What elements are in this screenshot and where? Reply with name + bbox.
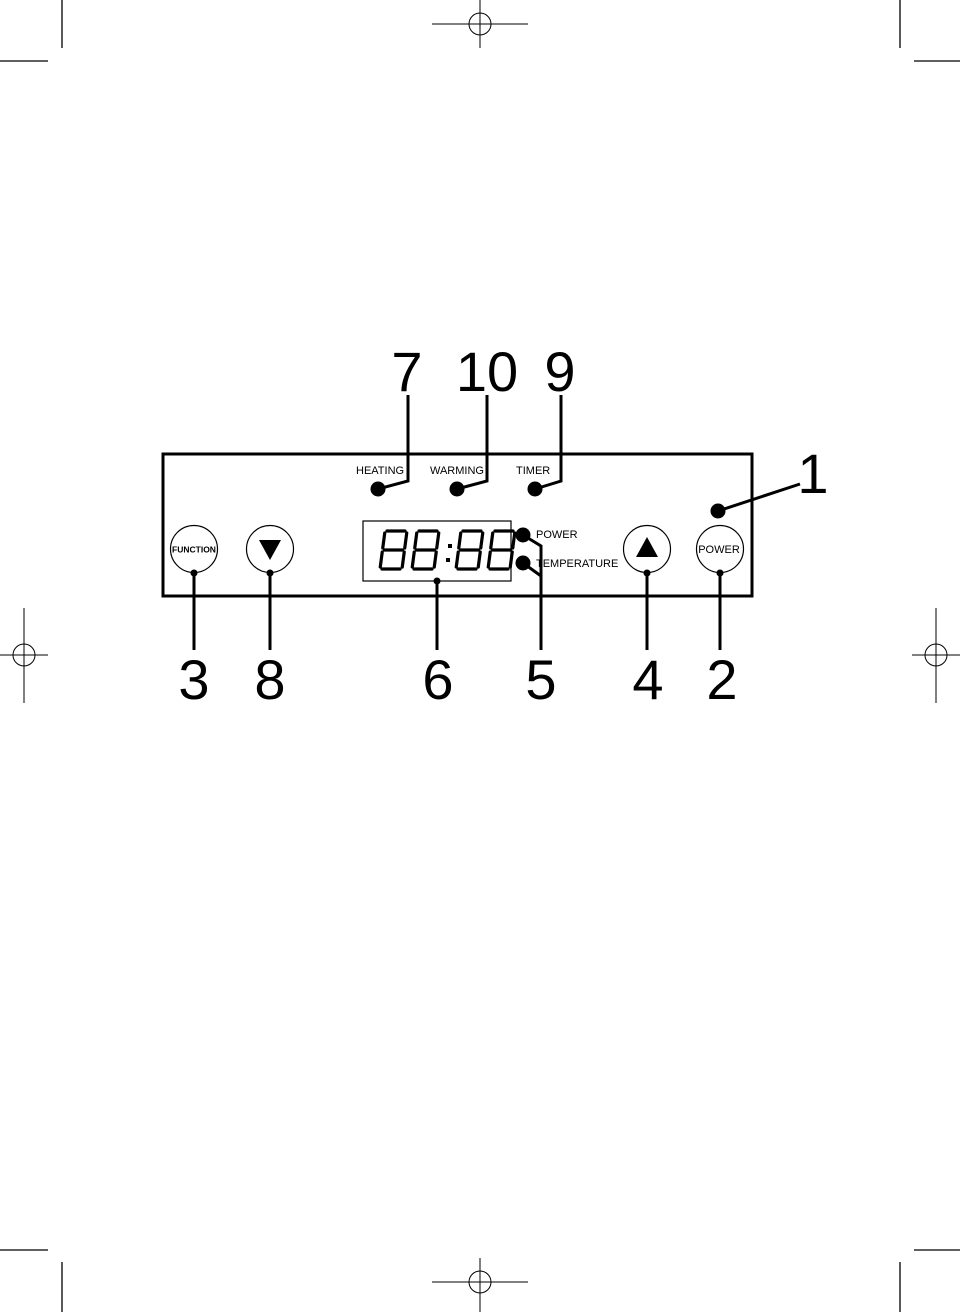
- registration-mark-bottom: [432, 1258, 528, 1312]
- callout-3: 3: [178, 648, 209, 711]
- display-segment: [513, 533, 515, 548]
- display-segment: [491, 533, 493, 548]
- timer-label: TIMER: [516, 465, 550, 477]
- leader-5a: [523, 535, 541, 650]
- display-segment: [380, 552, 382, 567]
- power-button[interactable]: POWER: [697, 526, 744, 573]
- display-segment: [402, 552, 404, 567]
- display-segment: [456, 552, 458, 567]
- callout-9: 9: [544, 340, 575, 403]
- warming-label: WARMING: [430, 465, 484, 477]
- callout-2: 2: [706, 648, 737, 711]
- registration-mark-left: [0, 608, 48, 703]
- display-segment: [415, 533, 417, 548]
- display-segment: [478, 552, 480, 567]
- callout-5: 5: [525, 648, 556, 711]
- display-segment: [434, 552, 436, 567]
- callout-4: 4: [632, 648, 663, 711]
- display-segment: [488, 552, 490, 567]
- function-button-label: FUNCTION: [172, 545, 216, 555]
- callout-1: 1: [797, 442, 828, 505]
- heating-label: HEATING: [356, 465, 404, 477]
- display-segment: [412, 552, 414, 567]
- callout-6: 6: [422, 648, 453, 711]
- display-segment: [481, 533, 483, 548]
- function-button[interactable]: FUNCTION: [171, 526, 218, 573]
- display-segment: [510, 552, 512, 567]
- power-indicator-label: POWER: [536, 529, 578, 541]
- leader-1: [718, 484, 800, 511]
- led-display: [363, 521, 515, 581]
- display-colon-dot: [448, 544, 452, 548]
- display-segment: [405, 533, 407, 548]
- callout-10: 10: [456, 340, 518, 403]
- registration-mark-right: [912, 608, 960, 703]
- temperature-indicator-label: TEMPERATURE: [536, 558, 618, 570]
- power-button-label: POWER: [698, 544, 740, 556]
- registration-mark-top: [432, 0, 528, 48]
- up-button[interactable]: [624, 526, 671, 573]
- display-segment: [383, 533, 385, 548]
- callout-7: 7: [391, 340, 422, 403]
- display-colon-dot: [446, 558, 450, 562]
- display-segment: [437, 533, 439, 548]
- callout-8: 8: [254, 648, 285, 711]
- display-segment: [459, 533, 461, 548]
- down-button[interactable]: [247, 526, 294, 573]
